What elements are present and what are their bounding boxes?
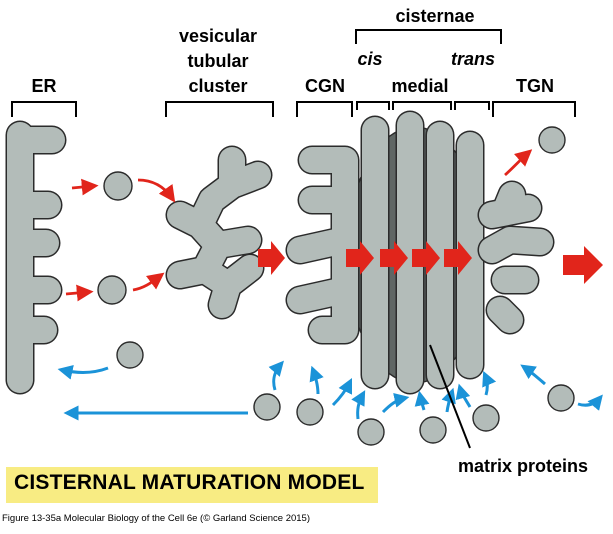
vesicle	[97, 275, 127, 305]
retrograde-arrow	[441, 387, 456, 413]
er-membrane	[5, 120, 67, 395]
tgn-bracket	[492, 101, 576, 117]
block-arrow	[563, 246, 603, 284]
figure-caption: Figure 13-35a Molecular Biology of the C…	[2, 513, 310, 524]
tgn-membrane	[477, 180, 555, 335]
vesicle	[538, 126, 566, 154]
matrix-proteins-label: matrix proteins	[458, 456, 588, 476]
retrograde-arrow	[414, 390, 430, 411]
block-arrow	[380, 241, 408, 275]
retrograde-arrow	[482, 370, 497, 396]
vtc-label-line2: tubular	[188, 51, 249, 71]
title-banner	[6, 467, 378, 503]
retrograde-arrow	[520, 364, 546, 386]
trans-label: trans	[451, 49, 495, 69]
retrograde-arrow	[331, 377, 353, 407]
retrograde-arrow	[268, 360, 284, 391]
cgn-label: CGN	[305, 76, 345, 96]
trans-bracket	[454, 101, 490, 110]
anterograde-arrow	[504, 149, 533, 177]
vesicular-tubular-cluster	[165, 145, 273, 320]
retrograde-arrow	[351, 390, 366, 420]
vesicle	[253, 393, 281, 421]
matrix-proteins-pointer	[429, 344, 471, 449]
tgn-label: TGN	[516, 76, 554, 96]
vesicle	[296, 398, 324, 426]
retrograde-arrow	[381, 392, 410, 414]
vesicle	[472, 404, 500, 432]
vesicle	[103, 171, 133, 201]
vesicle	[419, 416, 447, 444]
vtc-label-line1: vesicular	[179, 26, 257, 46]
retrograde-arrow	[57, 364, 109, 380]
vtc-label-line3: cluster	[188, 76, 247, 96]
vtc-bracket	[165, 101, 274, 117]
vesicle	[547, 384, 575, 412]
retrograde-arrow	[455, 383, 472, 408]
vesicle	[116, 341, 144, 369]
cisternae-bracket	[355, 29, 502, 44]
cisternae-label: cisternae	[395, 6, 474, 26]
anterograde-arrow	[71, 178, 99, 196]
anterograde-arrow	[132, 272, 165, 292]
er-label: ER	[31, 76, 56, 96]
er-bracket	[11, 101, 77, 117]
retrograde-arrow	[309, 365, 324, 395]
block-arrow	[444, 241, 472, 275]
block-arrow	[258, 241, 285, 275]
retrograde-arrow	[577, 394, 603, 411]
vesicle	[357, 418, 385, 446]
cgn-membrane	[285, 145, 360, 345]
cis-bracket	[356, 101, 390, 110]
figure-title: CISTERNAL MATURATION MODEL	[14, 471, 365, 494]
block-arrow	[412, 241, 440, 275]
anterograde-arrow	[65, 284, 94, 302]
medial-label: medial	[391, 76, 448, 96]
medial-bracket	[392, 101, 452, 110]
block-arrow	[346, 241, 374, 275]
anterograde-arrow	[137, 178, 176, 203]
cgn-bracket	[296, 101, 353, 117]
cis-label: cis	[357, 49, 382, 69]
